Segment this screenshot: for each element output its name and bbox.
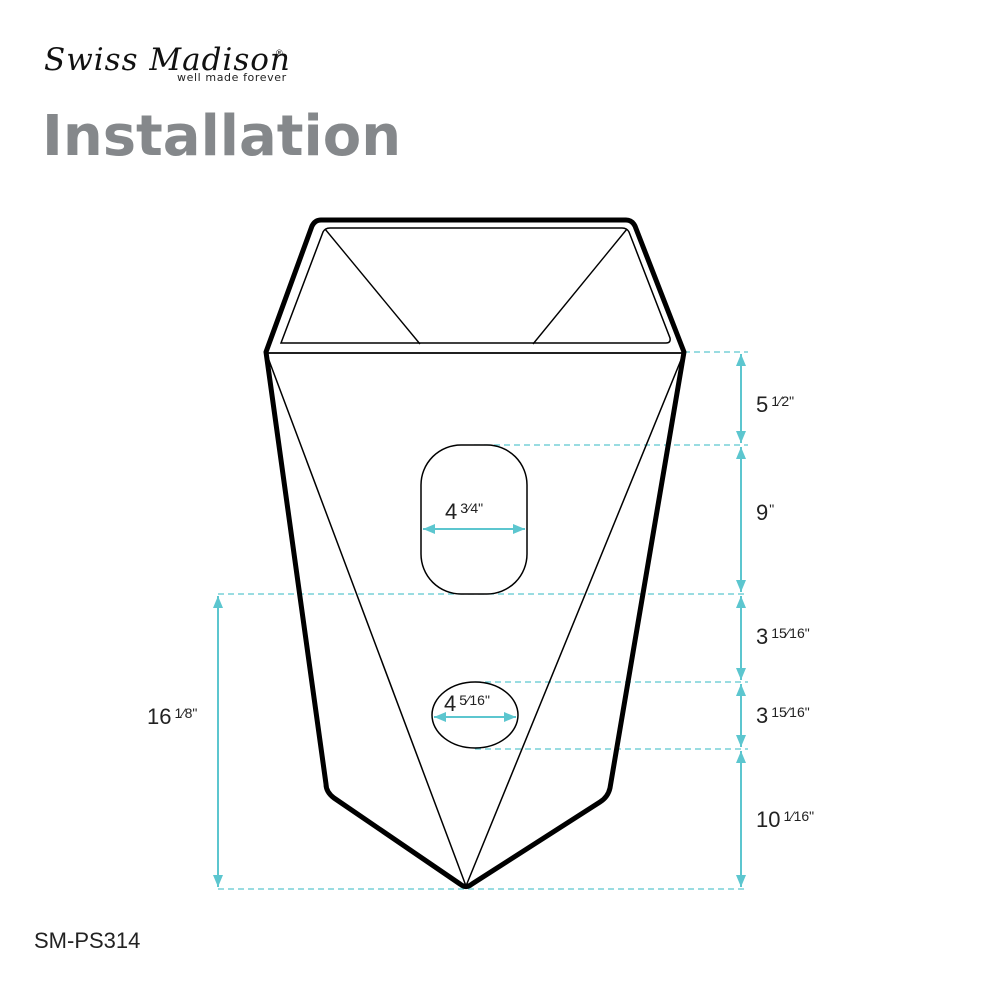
- model-number: SM-PS314: [34, 928, 141, 953]
- dim-label-9: 9": [756, 500, 775, 525]
- basin-inner: [279, 227, 671, 344]
- basin-diagonal-right: [532, 228, 628, 345]
- facet-line-right: [465, 354, 684, 887]
- facet-line-left: [266, 354, 467, 887]
- upper-opening: [420, 444, 528, 595]
- logo-wordmark: Swiss Madison: [44, 42, 291, 78]
- brand-logo: Swiss Madison ® well made forever: [44, 42, 294, 94]
- sink-outer-outline: [263, 217, 687, 889]
- page-title: Installation: [42, 104, 402, 169]
- logo-tagline: well made forever: [177, 71, 287, 84]
- registered-mark: ®: [276, 48, 283, 58]
- basin-diagonal-left: [324, 228, 421, 345]
